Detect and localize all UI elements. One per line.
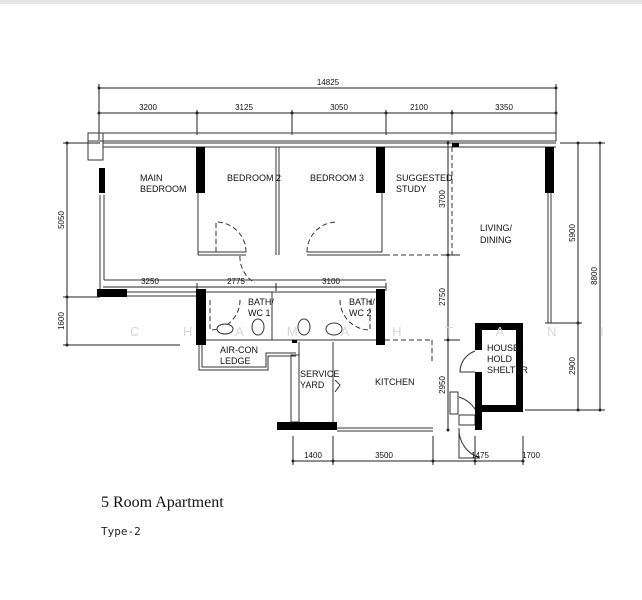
plan-title: 5 Room Apartment — [101, 494, 224, 511]
toilet-icon — [297, 318, 311, 336]
room-bath-1: BATH/ — [248, 297, 274, 307]
dimension-ticks — [65, 86, 602, 463]
dim-top: 3125 — [235, 103, 253, 112]
dim-inner: 3700 — [438, 190, 447, 208]
dim-overall: 14825 — [317, 78, 340, 87]
room-aircon-ledge: LEDGE — [220, 356, 251, 366]
dashed-lines — [209, 147, 453, 362]
dim-middle: 2775 — [227, 277, 245, 286]
dim-middle: 3250 — [141, 277, 159, 286]
room-kitchen: KITCHEN — [375, 377, 415, 387]
room-service-yard: SERVICE — [300, 369, 339, 379]
fixtures — [216, 318, 343, 336]
dim-top: 2100 — [410, 103, 428, 112]
room-study: STUDY — [396, 184, 427, 194]
shelter-door-opening — [475, 350, 482, 372]
dim-top: 3200 — [139, 103, 157, 112]
room-bath-1: WC 1 — [248, 308, 271, 318]
room-living-dining: DINING — [480, 235, 512, 245]
watermark: C H A M A H T A N I — [130, 324, 624, 339]
room-study: SUGGESTED — [396, 173, 453, 183]
dim-middle: 3100 — [322, 277, 340, 286]
dim-left: 1600 — [57, 312, 66, 330]
plan-subtitle: Type-2 — [101, 525, 141, 538]
room-bath-2: WC 2 — [349, 308, 372, 318]
room-aircon-ledge: AIR-CON — [220, 345, 258, 355]
room-household-shelter: SHELTER — [487, 365, 528, 375]
dim-bottom: 3500 — [375, 451, 393, 460]
toilet-icon — [251, 318, 265, 336]
room-household-shelter: HOUSE- — [487, 343, 522, 353]
dim-left: 5050 — [57, 211, 66, 229]
dim-top: 3050 — [330, 103, 348, 112]
dim-right: 2900 — [568, 357, 577, 375]
dim-bottom: 1700 — [522, 451, 540, 460]
dim-inner: 2750 — [438, 288, 447, 306]
dim-top: 3350 — [495, 103, 513, 112]
basin-icon — [325, 322, 343, 336]
room-service-yard: YARD — [300, 380, 325, 390]
room-living-dining: LIVING/ — [480, 223, 513, 233]
basin-icon — [216, 323, 234, 335]
room-main-bedroom: MAIN — [140, 173, 163, 183]
room-main-bedroom: BEDROOM — [140, 184, 187, 194]
dim-bottom: 1475 — [471, 451, 489, 460]
dimension-lines — [63, 84, 605, 465]
dim-right-overall: 8800 — [590, 267, 599, 285]
dim-bottom: 1400 — [304, 451, 322, 460]
dim-right: 5900 — [568, 224, 577, 242]
room-bedroom-3: BEDROOM 3 — [310, 173, 364, 183]
room-household-shelter: HOLD — [487, 354, 513, 364]
top-bar — [0, 0, 642, 4]
room-bath-2: BATH/ — [349, 297, 375, 307]
dim-inner: 2950 — [438, 376, 447, 394]
door-swings — [334, 349, 483, 459]
room-bedroom-2: BEDROOM 2 — [227, 173, 281, 183]
shelter-interior — [482, 330, 516, 405]
